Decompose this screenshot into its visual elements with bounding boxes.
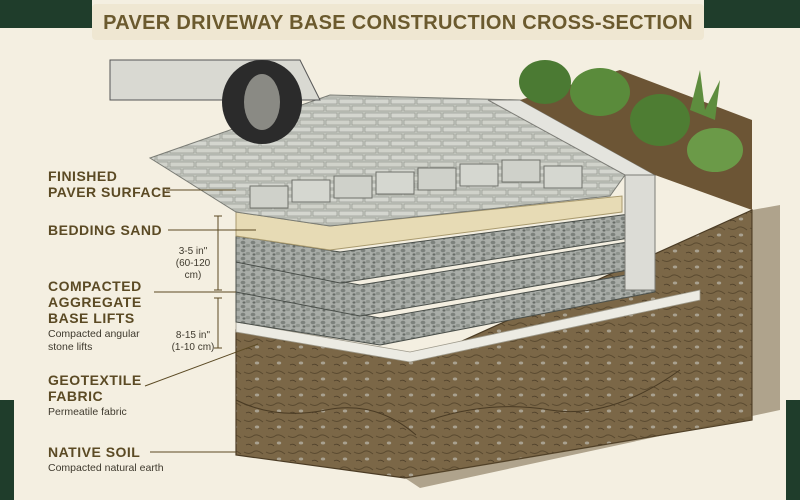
aggregate-layer (235, 213, 656, 346)
note-agg-line2: stone lifts (48, 341, 93, 353)
car-illustration (109, 59, 321, 144)
label-bedding-sand: BEDDING SAND (48, 222, 162, 238)
edge-restraint (487, 99, 657, 291)
page-title: PAVER DRIVEWAY BASE CONSTRUCTION CROSS-S… (103, 12, 693, 34)
label-geotextile: GEOTEXTILE FABRIC (48, 372, 142, 404)
frame-bottom-left (0, 400, 14, 500)
dimension-upper-line2: (60-120 cm) (175, 258, 211, 281)
label-geo-line1: GEOTEXTILE (48, 372, 142, 388)
label-native-soil: NATIVE SOIL (48, 444, 140, 460)
note-agg-line1: Compacted angular (48, 328, 140, 340)
dimension-upper: 3-5 in" (60-120 cm) (168, 246, 218, 282)
dimension-upper-line1: 3-5 in" (178, 246, 208, 257)
label-paver-line1: FINISHED (48, 168, 118, 184)
label-soil-line1: NATIVE SOIL (48, 444, 141, 460)
dimension-lower: 8-15 in" (1-10 cm) (168, 330, 218, 354)
label-sand-line1: BEDDING SAND (48, 222, 163, 238)
note-aggregate: Compacted angular stone lifts (48, 328, 140, 354)
dimension-brackets (214, 215, 222, 349)
dimension-lower-line1: 8-15 in" (175, 330, 211, 341)
note-native-soil: Compacted natural earth (48, 462, 164, 474)
planting-bed (519, 60, 752, 210)
label-paver-line2: PAVER SURFACE (48, 184, 172, 200)
frame-bottom-right (786, 400, 800, 500)
label-geo-line2: FABRIC (48, 388, 104, 404)
frame-top-left (0, 0, 92, 28)
note-geotextile: Permeatile fabric (48, 406, 127, 418)
label-agg-line3: BASE LIFTS (48, 310, 135, 326)
frame-top-right (704, 0, 800, 28)
label-agg-line2: AGGREGATE (48, 294, 142, 310)
label-paver-surface: FINISHED PAVER SURFACE (48, 168, 171, 200)
title-banner (92, 4, 704, 40)
label-aggregate: COMPACTED AGGREGATE BASE LIFTS (48, 278, 142, 326)
label-agg-line1: COMPACTED (48, 278, 142, 294)
dimension-lower-line2: (1-10 cm) (171, 342, 215, 353)
geotextile-layer (235, 289, 701, 363)
leader-lines (144, 189, 259, 453)
